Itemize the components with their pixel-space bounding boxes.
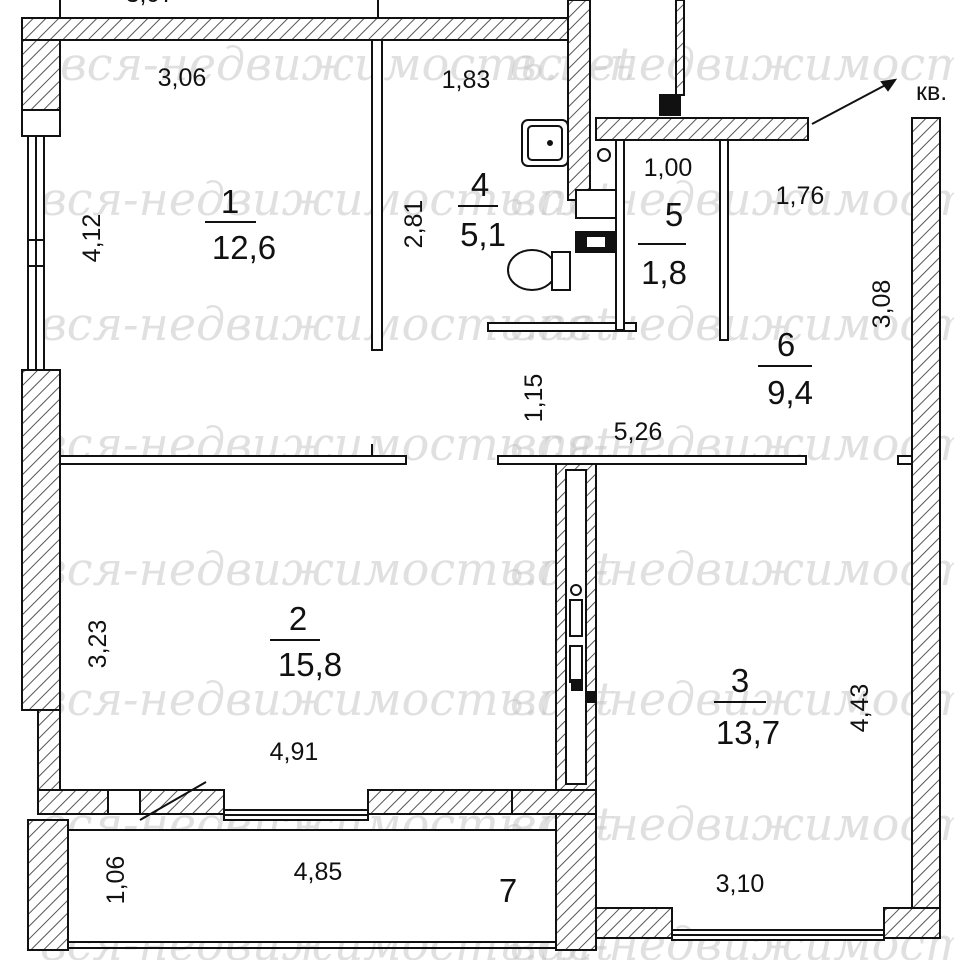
wall-bottom-3: [883, 907, 941, 939]
room-4-area: 5,1: [460, 216, 506, 253]
partition-hall-3-stub: [897, 455, 913, 465]
room-2-number: 2: [289, 600, 307, 637]
wall-left-pier: [21, 109, 61, 137]
room-3-number: 3: [731, 662, 749, 699]
walls: [21, 0, 941, 951]
dim-room4-width: 1,83: [442, 66, 491, 94]
balcony-door-swing: [139, 781, 207, 821]
room-labels: 1 12,6 2 15,8 3 13,7 4 5,1 5 1,8 6 9,4 7: [205, 166, 813, 909]
room-2-area: 15,8: [278, 646, 342, 683]
wall-right: [911, 117, 941, 909]
partition-5-left: [615, 139, 625, 331]
wall-wet-zone: [567, 0, 591, 201]
wall-left: [37, 709, 61, 791]
watermark-text: вся-недвижимость.net: [60, 37, 634, 91]
wall-bottom-2: [367, 789, 513, 815]
watermark-text: вся-недвижимость.net: [40, 542, 614, 596]
entry-door-arrowhead: [880, 78, 898, 92]
dim-balcony-width: 4,85: [294, 858, 343, 886]
meter-box: [575, 189, 617, 219]
balcony-wall-right: [555, 813, 597, 951]
dim-room5-width: 1,00: [644, 154, 693, 182]
shaft-block: [659, 94, 681, 116]
watermarks: вся-недвижимость.net вся-недвижимость.ne…: [40, 37, 954, 960]
partition-1-2: [59, 455, 407, 465]
balcony-floor: [67, 829, 557, 943]
wall-entry-top: [595, 117, 809, 141]
dim-hall-width-top: 1,76: [776, 182, 825, 210]
room-3-area: 13,7: [716, 714, 780, 751]
socket-box: [569, 645, 583, 683]
socket-marker: [571, 679, 583, 691]
room-6-number: 6: [777, 326, 795, 363]
wall-bottom-2: [139, 789, 225, 815]
room-7-number: 7: [499, 872, 517, 909]
wall-top: [21, 17, 591, 41]
dim-room2-width: 4,91: [270, 738, 319, 766]
dim-room2-height: 3,23: [84, 620, 112, 669]
wall-bottom-2: [37, 789, 109, 815]
socket-marker: [585, 691, 597, 703]
room-5-area: 1,8: [641, 254, 687, 291]
sink-drain: [547, 140, 553, 146]
dim-balcony-height: 1,06: [102, 856, 130, 905]
wall-shaft: [675, 0, 685, 96]
room-5-number: 5: [665, 196, 683, 233]
wall-bottom-3: [595, 907, 673, 939]
wall-bottom-2: [511, 789, 597, 815]
dim-room4-height: 2,81: [400, 200, 428, 249]
socket-box: [569, 599, 583, 637]
partition-hall-3: [497, 455, 807, 465]
room-4-number: 4: [471, 166, 489, 203]
riser-pipe: [597, 148, 611, 162]
dimension-labels: 3,97 3,06 4,12 1,83 2,81 1,00 1,76 3,08 …: [78, 0, 896, 904]
sink-bowl: [527, 125, 563, 161]
dim-room1-height: 4,12: [78, 214, 106, 263]
room-1-number: 1: [221, 183, 239, 220]
balcony-wall-left: [27, 819, 69, 951]
dim-top-partial: 3,97: [126, 0, 175, 8]
toilet-icon: [507, 249, 557, 291]
watermark-text: вся-недвижимость.net: [40, 172, 614, 226]
partition-4-bottom: [487, 322, 637, 332]
entrance-label: кв.: [916, 78, 947, 106]
balcony-door: [107, 789, 141, 815]
dim-room3-width: 3,10: [716, 870, 765, 898]
partition-1-4: [371, 39, 383, 351]
valve-inner: [585, 235, 607, 249]
toilet-tank: [551, 251, 571, 291]
watermark-text: вся-недвижимость.net: [40, 672, 614, 726]
dim-room3-height: 4,43: [846, 684, 874, 733]
socket-circle: [570, 584, 582, 596]
dim-hall-height: 3,08: [868, 280, 896, 329]
dim-room1-width: 3,06: [158, 64, 207, 92]
partition-5-right: [719, 139, 729, 341]
room-6-area: 9,4: [767, 374, 813, 411]
wall-left: [21, 39, 61, 111]
entry-door-arrow: [811, 79, 896, 125]
fixtures: [507, 119, 617, 291]
wall-left: [21, 369, 61, 711]
room-1-area: 12,6: [212, 229, 276, 266]
dim-corridor-width: 1,15: [520, 374, 548, 423]
dim-hall-length: 5,26: [614, 418, 663, 446]
